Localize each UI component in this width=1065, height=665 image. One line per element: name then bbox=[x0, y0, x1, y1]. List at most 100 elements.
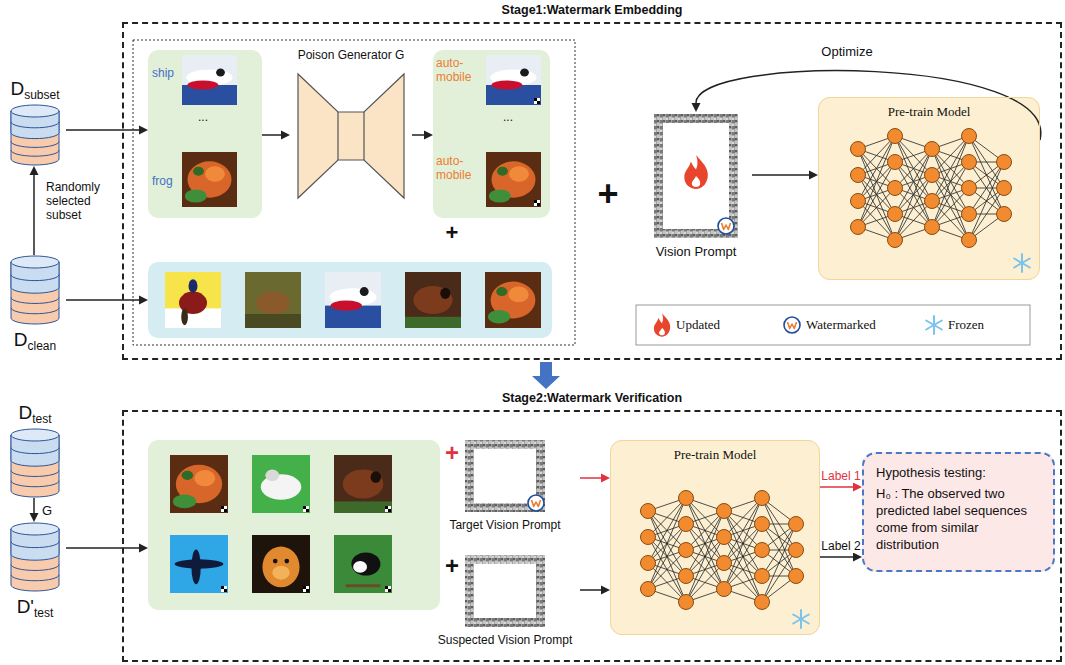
node-label: Suspected Vision Prompt bbox=[430, 633, 580, 647]
hypothesis-box: Hypothesis testing:H₀ : The observed two… bbox=[862, 452, 1055, 572]
net-neuron bbox=[641, 582, 656, 597]
net-neuron bbox=[888, 233, 903, 248]
model-box: Pre-train Model bbox=[818, 97, 1040, 280]
neural-net bbox=[851, 129, 1012, 248]
net-neuron bbox=[962, 155, 977, 170]
plus-sign: + bbox=[437, 441, 467, 465]
trigger-patch bbox=[385, 589, 388, 592]
stage-arrow bbox=[532, 362, 560, 389]
net-neuron bbox=[888, 155, 903, 170]
connector-arrow bbox=[752, 171, 818, 180]
sample-panel bbox=[148, 440, 440, 610]
sample-image-part bbox=[191, 550, 200, 585]
net-neuron bbox=[962, 181, 977, 196]
plus-sign: + bbox=[437, 554, 467, 578]
connector-arrow bbox=[580, 586, 610, 595]
sample-image-part bbox=[194, 470, 215, 486]
sample-panel: ship...frog bbox=[148, 50, 262, 218]
feed-arrow-head bbox=[139, 296, 148, 305]
legend-text: Watermarked bbox=[806, 317, 876, 333]
frozen-icon bbox=[1014, 254, 1030, 272]
dataset-symbol: D bbox=[18, 402, 32, 423]
trigger-patch bbox=[221, 589, 224, 592]
sample-image-part bbox=[272, 566, 289, 580]
sample-image-part bbox=[489, 189, 511, 202]
database-cylinder-part bbox=[11, 523, 59, 535]
database-cylinder-part bbox=[11, 141, 59, 147]
net-neuron bbox=[925, 168, 940, 183]
sample-image bbox=[334, 535, 392, 593]
dataset-symbol: D' bbox=[17, 596, 34, 617]
net-neuron bbox=[962, 207, 977, 222]
net-link bbox=[969, 162, 1004, 240]
sample-image-part bbox=[205, 166, 225, 181]
sample-image bbox=[325, 272, 381, 328]
inner-dotted-box bbox=[133, 40, 575, 345]
sample-panel bbox=[148, 50, 262, 218]
database-cylinder-part bbox=[11, 308, 59, 314]
sample-image-part bbox=[405, 272, 461, 328]
net-neuron bbox=[997, 181, 1012, 196]
database-cylinder-part bbox=[11, 564, 59, 570]
sample-image-part bbox=[509, 287, 529, 303]
net-neuron bbox=[851, 220, 866, 235]
sample-image-part bbox=[181, 308, 188, 325]
edge-label: Randomly selected subset bbox=[46, 180, 120, 222]
dataset-symbol: D bbox=[14, 329, 28, 350]
database-cylinder-part bbox=[11, 122, 59, 128]
sample-image-part bbox=[331, 301, 362, 311]
legend-box bbox=[636, 305, 1030, 345]
trigger-patch bbox=[534, 101, 537, 104]
edge-label: Optimize bbox=[812, 44, 882, 60]
sample-image-part bbox=[284, 559, 289, 564]
sample-image-part bbox=[485, 272, 541, 328]
prompt-frame bbox=[659, 119, 734, 234]
net-neuron bbox=[851, 142, 866, 157]
net-neuron bbox=[717, 504, 732, 519]
net-neuron bbox=[679, 517, 694, 532]
legend-text: Frozen bbox=[948, 317, 984, 333]
arrow-head bbox=[692, 103, 701, 112]
connector-arrow bbox=[262, 131, 290, 140]
net-link bbox=[724, 563, 762, 602]
dataset-subscript: subset bbox=[24, 88, 59, 102]
database-cylinder bbox=[10, 255, 60, 325]
sample-image-part bbox=[360, 287, 369, 296]
database-cylinder-part bbox=[11, 275, 59, 281]
sample-image-part bbox=[486, 152, 541, 207]
sample-image bbox=[170, 455, 228, 513]
sample-image-part bbox=[413, 286, 452, 314]
arrow-head bbox=[809, 171, 818, 180]
sample-image bbox=[485, 272, 541, 328]
node-label: Stage2:Watermark Verification bbox=[124, 391, 1060, 407]
trigger-patch bbox=[224, 589, 227, 592]
sample-image bbox=[182, 55, 237, 105]
net-link bbox=[762, 524, 796, 602]
sample-image bbox=[486, 55, 541, 105]
dataset-label: Dtest bbox=[4, 402, 66, 430]
plus-sign: + bbox=[437, 222, 467, 244]
net-neuron bbox=[679, 543, 694, 558]
node-label: Poison Generator G bbox=[290, 48, 412, 62]
trigger-patch bbox=[388, 509, 391, 512]
connector-arrow bbox=[66, 126, 148, 135]
database-cylinder-part bbox=[11, 448, 59, 454]
sample-image-part bbox=[488, 310, 510, 323]
feed-arrow bbox=[66, 547, 139, 549]
net-neuron bbox=[755, 491, 770, 506]
dataset-cylinder: Dsubset bbox=[4, 78, 66, 166]
net-link bbox=[858, 201, 895, 240]
node-label: frog bbox=[152, 174, 182, 188]
sample-image-part bbox=[245, 314, 301, 328]
net-neuron bbox=[641, 530, 656, 545]
trigger-patch bbox=[385, 509, 388, 512]
database-cylinder-part bbox=[11, 256, 59, 268]
sample-image-part bbox=[265, 470, 279, 482]
arrow-head bbox=[601, 474, 610, 483]
trigger-patch bbox=[534, 203, 537, 206]
database-cylinder-part bbox=[11, 297, 59, 303]
arrow-head bbox=[424, 131, 433, 140]
arrow-head bbox=[30, 166, 39, 175]
sample-image-part bbox=[188, 81, 219, 90]
